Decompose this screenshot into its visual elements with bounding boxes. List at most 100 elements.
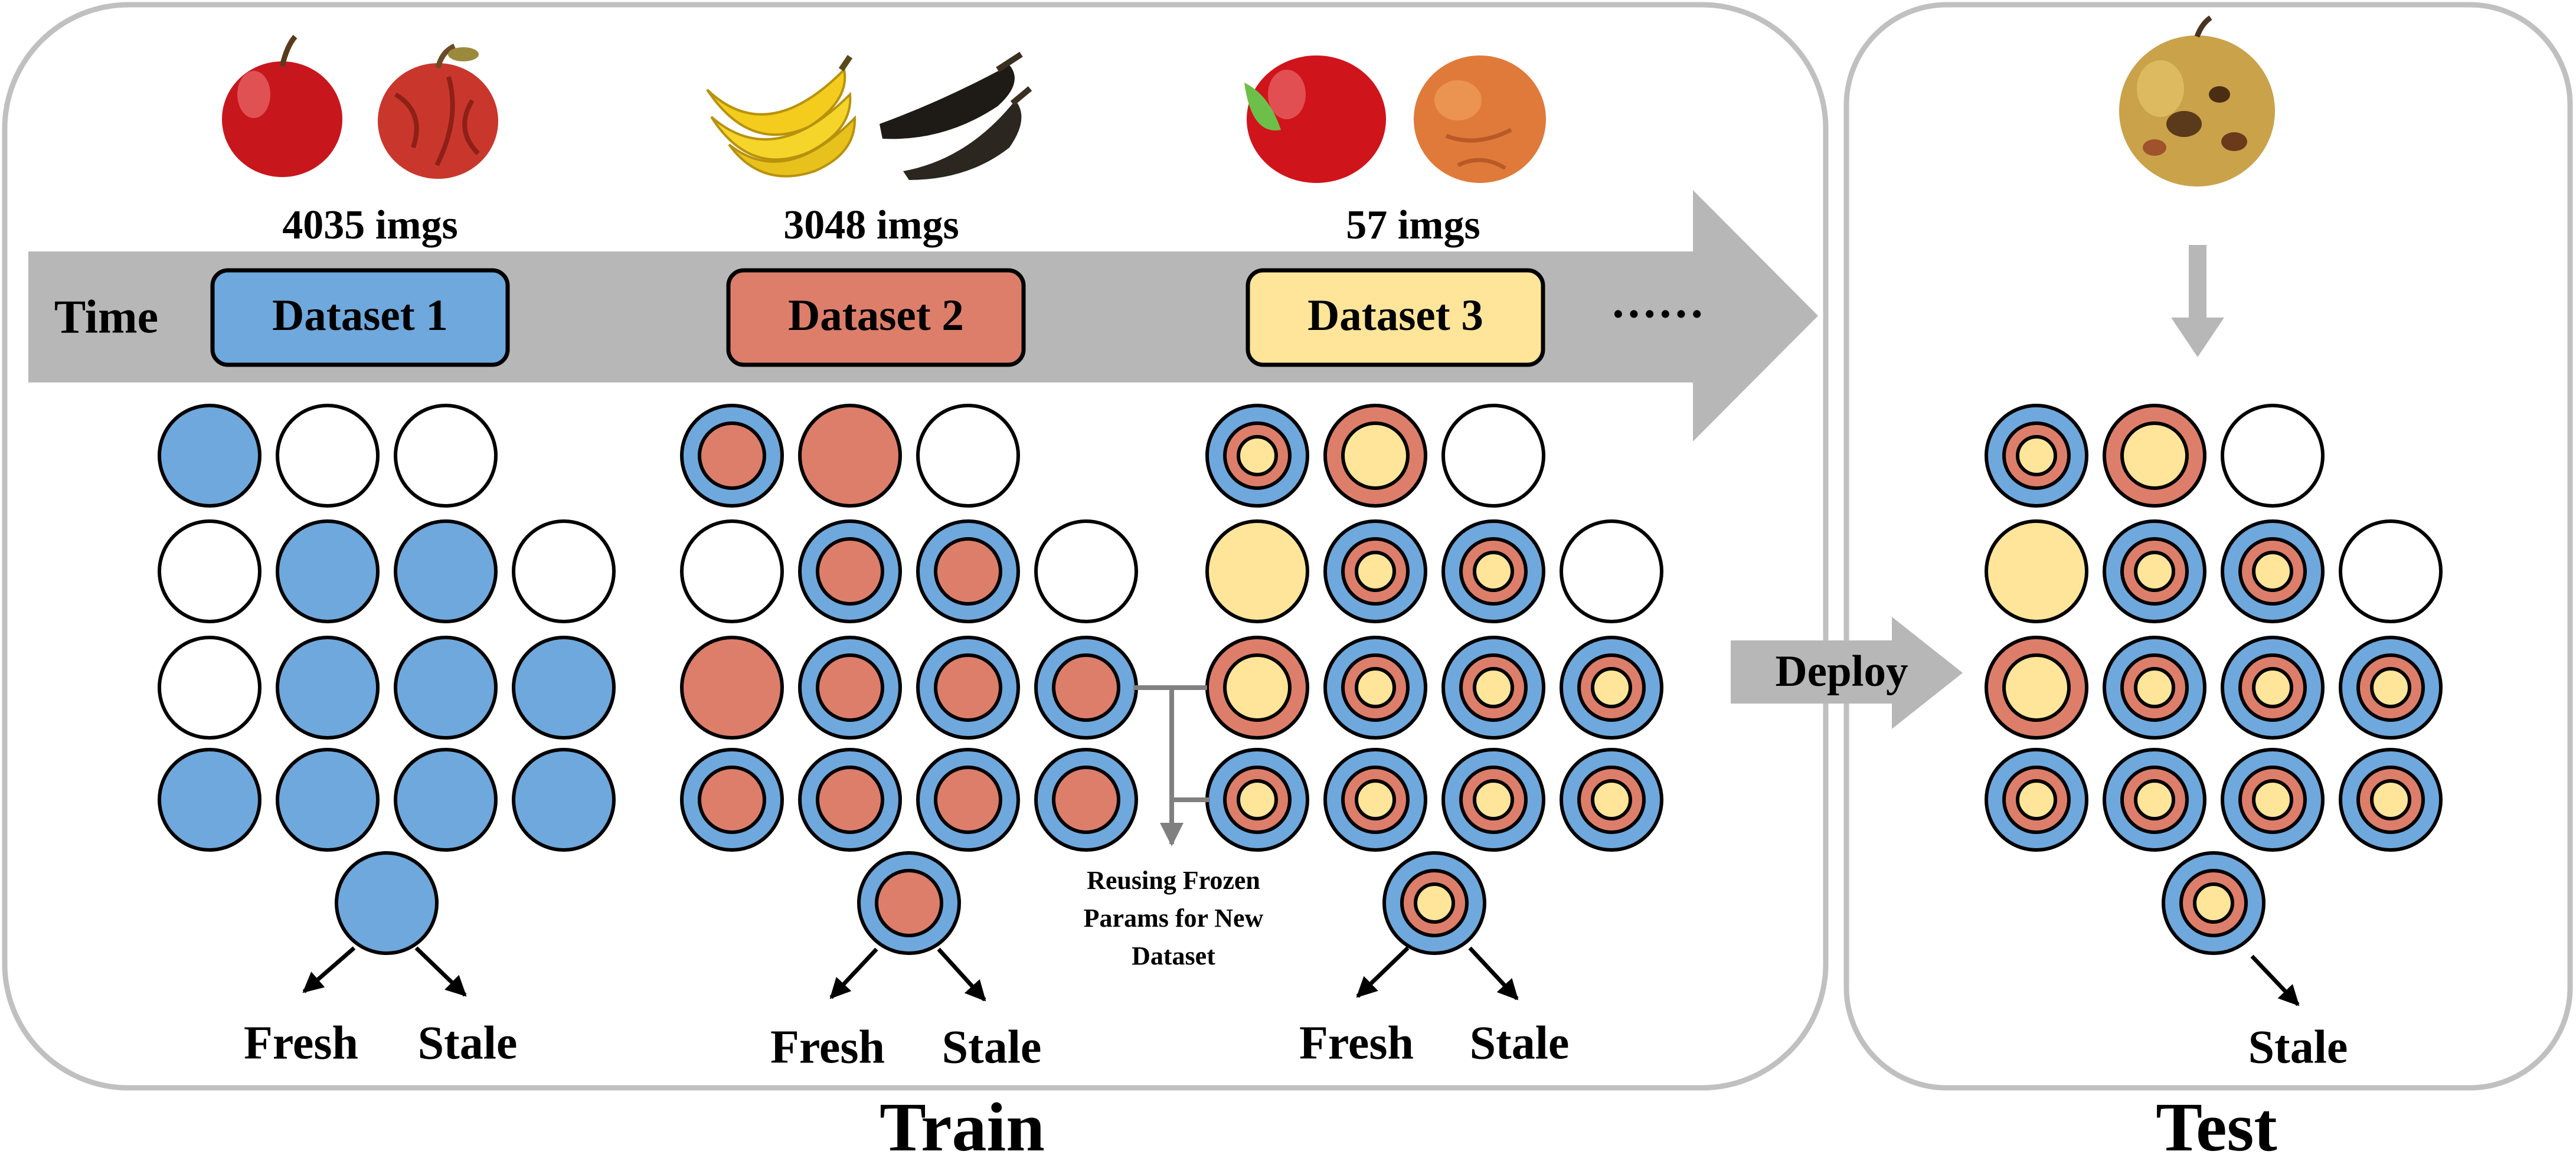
- dataset-1-node-r4-c3-ring-1: [394, 748, 498, 852]
- test-node-r4-c2: [2103, 748, 2206, 852]
- dataset-3-column: 57 imgs Dataset 3 Fresh Stale: [1205, 55, 1663, 1069]
- dataset-3-node-r2-c1: [1205, 519, 1309, 623]
- dataset-1-node-r2-c2-ring-1: [276, 519, 380, 623]
- dataset-2-node-r1-c2-ring-1: [798, 404, 902, 508]
- dataset-3-node-r2-c1-ring-1: [1205, 519, 1309, 623]
- test-node-r4-c4-ring-3: [2370, 779, 2411, 820]
- test-node-r2-c4: [2339, 519, 2443, 623]
- test-node-r2-c3-ring-3: [2252, 551, 2293, 592]
- fresh-apple-image: [222, 35, 342, 177]
- dataset-3-box: [1245, 268, 1545, 367]
- test-node-r4-c1: [1985, 748, 2088, 852]
- fresh-red-apple-image: [1244, 55, 1386, 183]
- dataset-3-output-node-ring-3: [1414, 882, 1455, 924]
- test-node-r1-c2: [2103, 404, 2206, 508]
- test-node-r4-c3: [2221, 748, 2325, 852]
- dataset-3-node-r4-c3-ring-3: [1473, 779, 1514, 820]
- dataset-2-node-r2-c2: [798, 519, 902, 623]
- test-node-r3-c2-ring-3: [2134, 667, 2175, 708]
- dataset-2-stale-branch: [937, 947, 986, 1002]
- dataset-1-node-r3-c1-ring-1: [158, 636, 261, 740]
- dataset-1-node-r2-c3-ring-1: [394, 519, 498, 623]
- test-node-r4-c1-ring-3: [2016, 779, 2057, 820]
- dataset-2-fresh-label: Fresh: [770, 1021, 885, 1073]
- dataset-2-output-node-ring-2: [875, 869, 943, 937]
- dataset-2-node-r2-c1: [680, 519, 784, 623]
- dataset-3-node-r2-c4-ring-1: [1560, 519, 1663, 623]
- dataset-3-node-r1-c1-ring-3: [1237, 435, 1278, 476]
- dataset-2-node-r2-c1-ring-1: [680, 519, 784, 623]
- dataset-3-network: [1205, 404, 1663, 955]
- dataset-2-node-r3-c3-ring-2: [934, 653, 1002, 722]
- dataset-3-output-node: [1382, 851, 1486, 955]
- test-node-r2-c1-ring-1: [1985, 519, 2088, 623]
- dataset-2-network: [680, 404, 1138, 955]
- dataset-1-node-r3-c1: [158, 636, 261, 740]
- dataset-2-node-r2-c3-ring-2: [934, 537, 1002, 606]
- timeline-label: Time: [54, 291, 158, 343]
- dataset-3-node-r1-c1: [1205, 404, 1309, 508]
- dataset-3-node-r4-c4: [1560, 748, 1663, 852]
- reuse-note: Reusing Frozen Params for New Dataset: [1084, 866, 1264, 970]
- dataset-2-node-r1-c3: [916, 404, 1020, 508]
- dataset-2-node-r1-c2: [798, 404, 902, 508]
- test-caption: Test: [2156, 1088, 2277, 1166]
- dataset-3-node-r2-c3: [1441, 519, 1545, 623]
- dataset-1-node-r1-c2: [276, 404, 380, 508]
- dataset-1-node-r4-c1: [158, 748, 261, 852]
- test-node-r1-c2-ring-2: [2120, 421, 2189, 490]
- dataset-1-node-r3-c3-ring-1: [394, 636, 498, 740]
- dataset-3-node-r3-c1: [1205, 636, 1309, 740]
- dataset-3-fresh-label: Fresh: [1299, 1017, 1414, 1069]
- test-stale-label: Stale: [2248, 1021, 2348, 1073]
- dataset-2-count: 3048 imgs: [783, 202, 959, 248]
- test-node-r1-c1: [1985, 404, 2088, 508]
- test-node-r3-c3: [2221, 636, 2325, 740]
- dataset-1-node-r3-c4-ring-1: [512, 636, 616, 740]
- dataset-3-node-r1-c2-ring-2: [1341, 421, 1410, 490]
- test-node-r4-c4: [2339, 748, 2443, 852]
- test-node-r4-c3-ring-3: [2252, 779, 2293, 820]
- dataset-3-node-r2-c4: [1560, 519, 1663, 623]
- test-node-r3-c2: [2103, 636, 2206, 740]
- test-stale-branch: [2250, 954, 2300, 1006]
- timeline-ellipsis: ······: [1610, 288, 1705, 340]
- dataset-2-node-r3-c1: [680, 636, 784, 740]
- test-output-node: [2162, 851, 2266, 955]
- dataset-1-node-r1-c1: [158, 404, 261, 508]
- dataset-1-node-r2-c4-ring-1: [512, 519, 616, 623]
- dataset-1-node-r4-c3: [394, 748, 498, 852]
- reuse-note-line-3: Dataset: [1132, 941, 1215, 970]
- dataset-3-node-r2-c2-ring-3: [1355, 551, 1396, 592]
- dataset-1-label: Dataset 1: [272, 291, 448, 340]
- test-node-r2-c1: [1985, 519, 2088, 623]
- dataset-1-output-node: [335, 851, 439, 955]
- dataset-3-node-r4-c2-ring-3: [1355, 779, 1396, 820]
- dataset-3-node-r4-c1: [1205, 748, 1309, 852]
- dataset-1-node-r1-c3: [394, 404, 498, 508]
- test-column: Stale: [1985, 15, 2443, 1073]
- dataset-1-node-r1-c1-ring-1: [158, 404, 261, 508]
- dataset-3-node-r3-c2: [1323, 636, 1427, 740]
- dataset-2-column: 3048 imgs Dataset 2 Fresh Stale: [680, 51, 1138, 1073]
- test-node-r1-c3: [2221, 404, 2325, 508]
- dataset-3-node-r3-c4-ring-3: [1591, 667, 1632, 708]
- test-node-r3-c4: [2339, 636, 2443, 740]
- dataset-1-node-r1-c2-ring-1: [276, 404, 380, 508]
- dataset-1-node-r3-c3: [394, 636, 498, 740]
- dataset-2-node-r4-c2: [798, 748, 902, 852]
- test-node-r1-c1-ring-3: [2016, 435, 2057, 476]
- test-node-r3-c4-ring-3: [2370, 667, 2411, 708]
- test-node-r2-c2: [2103, 519, 2206, 623]
- dataset-2-node-r4-c1: [680, 748, 784, 852]
- deploy-label: Deploy: [1776, 647, 1908, 696]
- dataset-1-node-r4-c2: [276, 748, 380, 852]
- dataset-1-node-r3-c2-ring-1: [276, 636, 380, 740]
- dataset-2-node-r3-c4-ring-2: [1052, 653, 1120, 722]
- dataset-3-node-r3-c3-ring-3: [1473, 667, 1514, 708]
- dataset-1-node-r4-c4-ring-1: [512, 748, 616, 852]
- dataset-2-node-r3-c2-ring-2: [816, 653, 884, 722]
- dataset-1-fresh-label: Fresh: [244, 1017, 358, 1069]
- dataset-3-node-r2-c2: [1323, 519, 1427, 623]
